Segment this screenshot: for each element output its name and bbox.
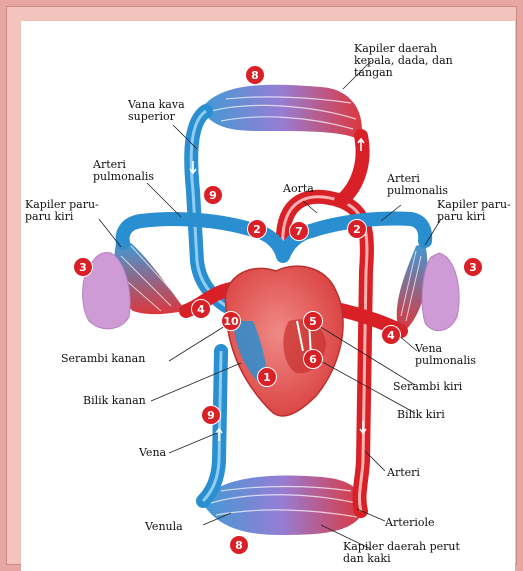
marker-9-top: 9 [203,185,223,205]
marker-9-bottom: 9 [201,405,221,425]
marker-5: 5 [303,311,323,331]
marker-3-right: 3 [463,257,483,277]
label-kapiler-kepala: Kapiler daerah kepala, dada, dan tangan [354,43,453,79]
marker-2-left: 2 [247,219,267,239]
upper-capillary-bed [201,85,362,141]
image-frame: Kapiler daerah kepala, dada, dan tangan … [6,6,517,565]
label-vena-pulmonalis: Vena pulmonalis [415,343,476,367]
marker-6: 6 [303,349,323,369]
label-arteriole: Arteriole [385,517,435,529]
label-serambi-kiri: Serambi kiri [393,381,462,393]
marker-7: 7 [289,221,309,241]
diagram-canvas: Kapiler daerah kepala, dada, dan tangan … [21,21,515,571]
label-arteri: Arteri [387,467,420,479]
marker-3-left: 3 [73,257,93,277]
marker-10: 10 [221,311,241,331]
label-serambi-kanan: Serambi kanan [61,353,145,365]
marker-8-top: 8 [245,65,265,85]
label-kapiler-perut: Kapiler daerah perut dan kaki [343,541,460,565]
artery-to-head [341,136,363,201]
marker-1: 1 [257,367,277,387]
right-lung [422,253,459,331]
vena-cava-superior [191,111,226,306]
marker-8-bottom: 8 [229,535,249,555]
label-bilik-kanan: Bilik kanan [83,395,146,407]
label-venula: Venula [145,521,183,533]
label-arteri-pulmonalis-right: Arteri pulmonalis [387,173,448,197]
label-vena: Vena [139,447,166,459]
label-kapiler-paru-right: Kapiler paru- paru kiri [437,199,511,223]
label-aorta: Aorta [283,183,314,195]
marker-4-left: 4 [191,299,211,319]
lower-capillary-bed [201,476,363,535]
label-vena-kava-superior: Vana kava superior [128,99,185,123]
label-arteri-pulmonalis-left: Arteri pulmonalis [93,159,154,183]
label-bilik-kiri: Bilik kiri [397,409,445,421]
marker-4-right: 4 [381,325,401,345]
label-kapiler-paru-left: Kapiler paru- paru kiri [25,199,99,223]
marker-2-right: 2 [347,219,367,239]
circulation-diagram [21,21,515,571]
